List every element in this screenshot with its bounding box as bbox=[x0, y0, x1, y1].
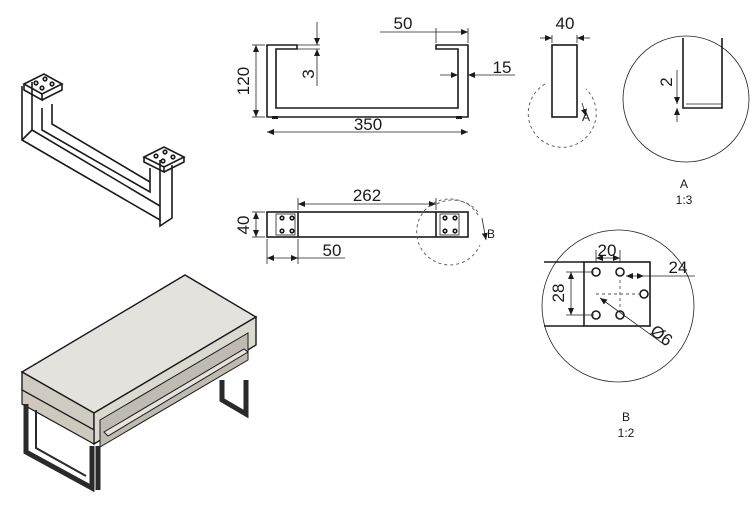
detail-a-gap-label: 2 bbox=[657, 77, 676, 86]
detail-a-scale: 1:3 bbox=[676, 193, 693, 207]
side-view: 40 A bbox=[527, 14, 597, 148]
plate-width-label: 24 bbox=[669, 258, 688, 277]
top-overhang-label: 50 bbox=[394, 14, 413, 33]
detail-b: 20 24 28 Ø6 B 1:2 bbox=[541, 229, 695, 440]
top-width-label: 40 bbox=[234, 216, 253, 235]
detail-b-title: B bbox=[622, 410, 630, 424]
plate-length-label: 50 bbox=[323, 241, 342, 260]
detail-b-scale: 1:2 bbox=[618, 426, 635, 440]
isometric-leg bbox=[21, 73, 186, 228]
hole-spacing-x-label: 20 bbox=[598, 241, 617, 260]
detail-a: 2 A 1:3 bbox=[622, 35, 750, 207]
plate-gap-label: 3 bbox=[299, 69, 318, 78]
front-view: 120 3 50 15 350 bbox=[234, 14, 515, 135]
hole-spacing-y-label: 28 bbox=[549, 284, 568, 303]
front-height-label: 120 bbox=[234, 67, 253, 95]
top-view: 40 262 50 B bbox=[234, 186, 495, 266]
detail-b-marker: B bbox=[487, 227, 495, 241]
isometric-table bbox=[20, 274, 258, 493]
length-label: 350 bbox=[354, 115, 382, 134]
detail-a-title: A bbox=[680, 177, 688, 191]
detail-a-marker: A bbox=[582, 110, 590, 124]
hole-diameter-label: Ø6 bbox=[647, 321, 677, 350]
side-width-label: 40 bbox=[556, 14, 575, 33]
span-label: 262 bbox=[353, 186, 381, 205]
thickness-label: 15 bbox=[493, 58, 512, 77]
